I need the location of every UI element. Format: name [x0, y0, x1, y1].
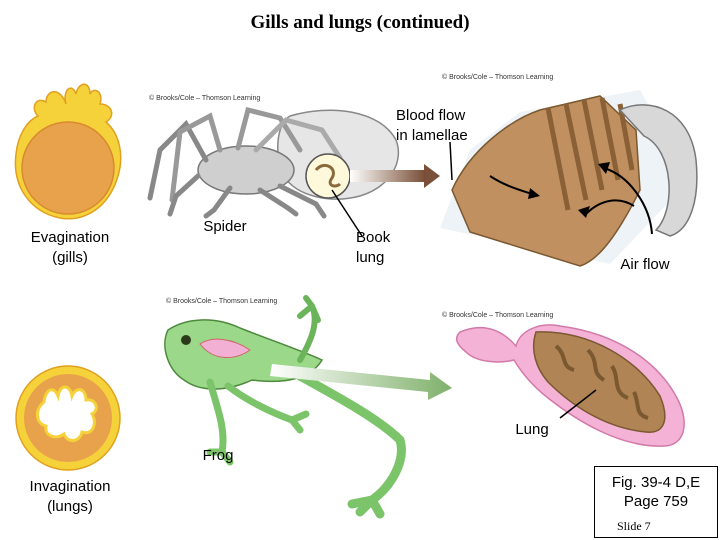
- slide-title: Gills and lungs (continued): [250, 12, 470, 33]
- spider-to-lamellae-arrow: [350, 164, 440, 188]
- book-lung-label: Book lung: [356, 229, 391, 266]
- figure-reference: Fig. 39-4 D,E Page 759: [611, 474, 701, 510]
- figure-reference-box: Fig. 39-4 D,E Page 759 Slide 7: [594, 466, 718, 538]
- blood-flow-label: Blood flow in lamellae: [396, 107, 468, 144]
- frog-credit: © Brooks/Cole – Thomson Learning: [166, 298, 278, 305]
- frog-label: Frog: [202, 447, 234, 464]
- frog-illustration: [164, 295, 406, 519]
- evagination-label: Evagination (gills): [30, 229, 110, 266]
- lung-credit: © Brooks/Cole – Thomson Learning: [442, 312, 554, 319]
- frog-to-lung-arrow: [270, 364, 452, 400]
- spider-credit: © Brooks/Cole – Thomson Learning: [149, 95, 261, 102]
- invagination-diagram: [15, 365, 121, 471]
- leader-lines: [331, 141, 597, 419]
- lamellae-credit: © Brooks/Cole – Thomson Learning: [442, 74, 554, 81]
- spider-label: Spider: [203, 218, 247, 235]
- air-flow-label: Air flow: [620, 256, 670, 273]
- lung-label: Lung: [515, 421, 549, 438]
- invagination-label: Invagination (lungs): [29, 478, 111, 515]
- evagination-diagram: [14, 83, 122, 220]
- spider-illustration: [147, 106, 400, 219]
- lamellae-illustration: [440, 90, 698, 267]
- lung-illustration: [455, 324, 685, 447]
- slide-number: Slide 7: [617, 519, 651, 533]
